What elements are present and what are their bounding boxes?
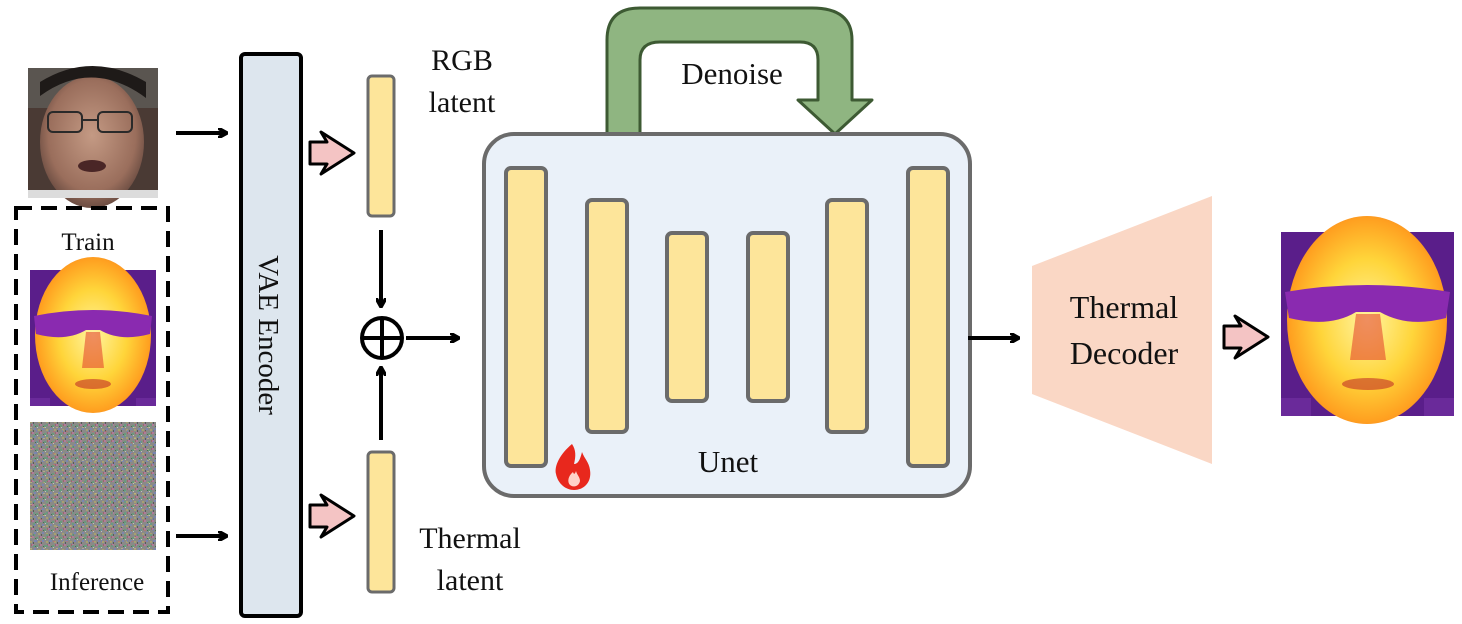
encode-rgb-arrow [308, 130, 356, 176]
unet-layer [906, 166, 950, 468]
thermal-decoder-block [1032, 196, 1212, 464]
rgb-latent-label-line1: RGB [431, 44, 493, 77]
gaussian-noise-image [30, 422, 156, 550]
rgb-face-image [28, 66, 158, 208]
vae-encoder-block [239, 52, 303, 618]
thermal-latent-bar [366, 450, 396, 594]
unet-layer [504, 166, 548, 468]
thermal-decoder-label-line1: Thermal [1070, 289, 1179, 325]
thermal-decoder-label-line2: Decoder [1070, 335, 1179, 371]
circled-plus-icon [360, 316, 404, 360]
thermal-latent-label-line2: latent [437, 564, 504, 597]
rgb-latent-label-line2: latent [429, 86, 496, 119]
encode-thermal-arrow [308, 493, 356, 539]
unet-layer [746, 231, 790, 403]
unet-layer [585, 198, 629, 434]
decode-output-arrow [1222, 314, 1270, 360]
generated-thermal-image [1281, 216, 1454, 424]
fire-icon-core [568, 471, 580, 487]
rgb-latent-bar [366, 74, 396, 218]
unet-layer [665, 231, 709, 403]
thermal-face-image [30, 257, 156, 413]
train-label: Train [61, 229, 115, 256]
inference-label: Inference [50, 569, 144, 596]
unet-block [482, 132, 972, 498]
denoise-label: Denoise [681, 56, 783, 91]
vae-encoder-label: VAE Encoder [252, 255, 284, 415]
unet-label: Unet [698, 444, 759, 479]
unet-layer [825, 198, 869, 434]
train-inference-box [14, 206, 170, 614]
thermal-latent-label-line1: Thermal [419, 522, 521, 555]
fire-icon [555, 444, 591, 490]
